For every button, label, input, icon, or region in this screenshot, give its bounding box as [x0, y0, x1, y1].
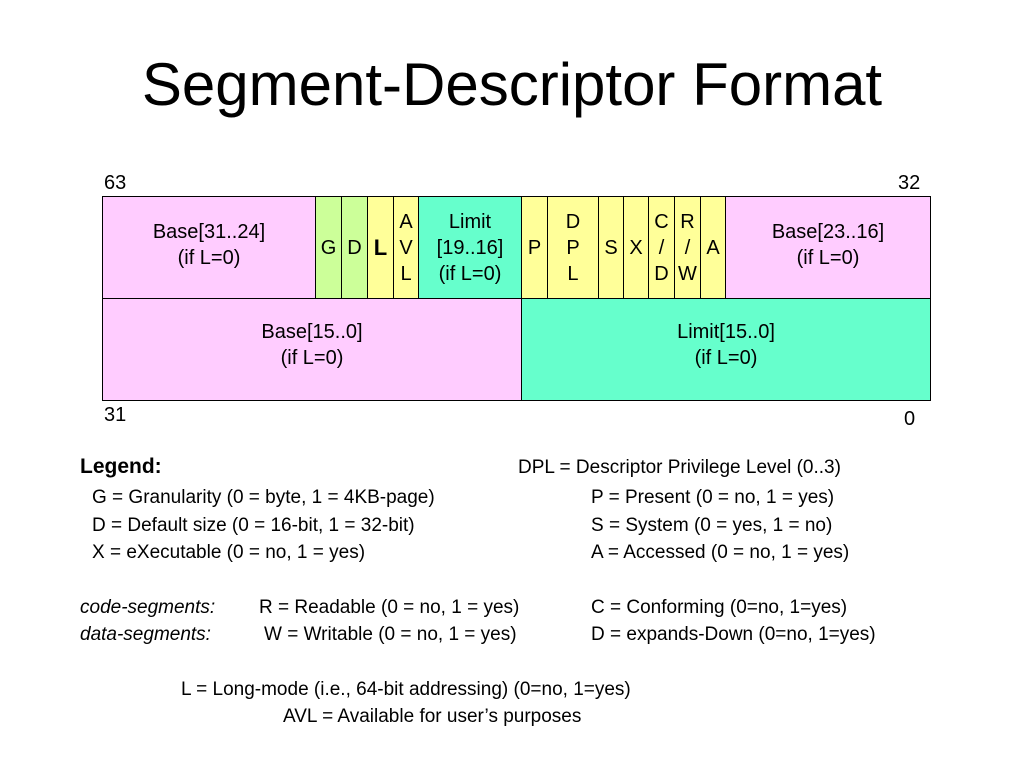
field-limit-15-0: Limit[15..0] (if L=0)	[521, 298, 931, 401]
legend-avl: AVL = Available for user’s purposes	[283, 706, 582, 727]
legend-dpl: DPL = Descriptor Privilege Level (0..3)	[518, 457, 841, 478]
legend-s: S = System (0 = yes, 1 = no)	[591, 515, 833, 536]
field-x: X	[623, 196, 649, 299]
legend-c: C = Conforming (0=no, 1=yes)	[591, 597, 848, 618]
bit-63-label: 63	[104, 172, 127, 194]
field-d: D	[341, 196, 368, 299]
field-l: L	[367, 196, 394, 299]
legend-heading: Legend:	[80, 455, 162, 478]
slide-title: Segment-Descriptor Format	[141, 51, 883, 118]
legend-r: R = Readable (0 = no, 1 = yes)	[259, 597, 520, 618]
legend-g: G = Granularity (0 = byte, 1 = 4KB-page)	[92, 487, 435, 508]
legend-code-segments-label: code-segments:	[80, 597, 216, 618]
field-base-31-24: Base[31..24] (if L=0)	[102, 196, 316, 299]
legend-w: W = Writable (0 = no, 1 = yes)	[264, 624, 517, 645]
legend-p: P = Present (0 = no, 1 = yes)	[591, 487, 835, 508]
field-limit-19-16: Limit [19..16] (if L=0)	[418, 196, 522, 299]
bit-32-label: 32	[898, 172, 921, 194]
bit-31-label: 31	[104, 404, 127, 426]
field-g: G	[315, 196, 342, 299]
bit-0-label: 0	[904, 408, 916, 430]
legend-a: A = Accessed (0 = no, 1 = yes)	[591, 542, 850, 563]
legend-expand-down: D = expands-Down (0=no, 1=yes)	[591, 624, 876, 645]
field-base-15-0: Base[15..0] (if L=0)	[102, 298, 522, 401]
field-avl: A V L	[393, 196, 419, 299]
legend-data-segments-label: data-segments:	[80, 624, 211, 645]
field-p: P	[521, 196, 548, 299]
field-s: S	[598, 196, 624, 299]
field-a: A	[700, 196, 726, 299]
legend-x: X = eXecutable (0 = no, 1 = yes)	[92, 542, 366, 563]
field-r-w: R / W	[674, 196, 701, 299]
field-base-23-16: Base[23..16] (if L=0)	[725, 196, 931, 299]
legend-d: D = Default size (0 = 16-bit, 1 = 32-bit…	[92, 515, 415, 536]
legend-l: L = Long-mode (i.e., 64-bit addressing) …	[181, 679, 631, 700]
field-dpl: D P L	[547, 196, 599, 299]
field-c-d: C / D	[648, 196, 675, 299]
